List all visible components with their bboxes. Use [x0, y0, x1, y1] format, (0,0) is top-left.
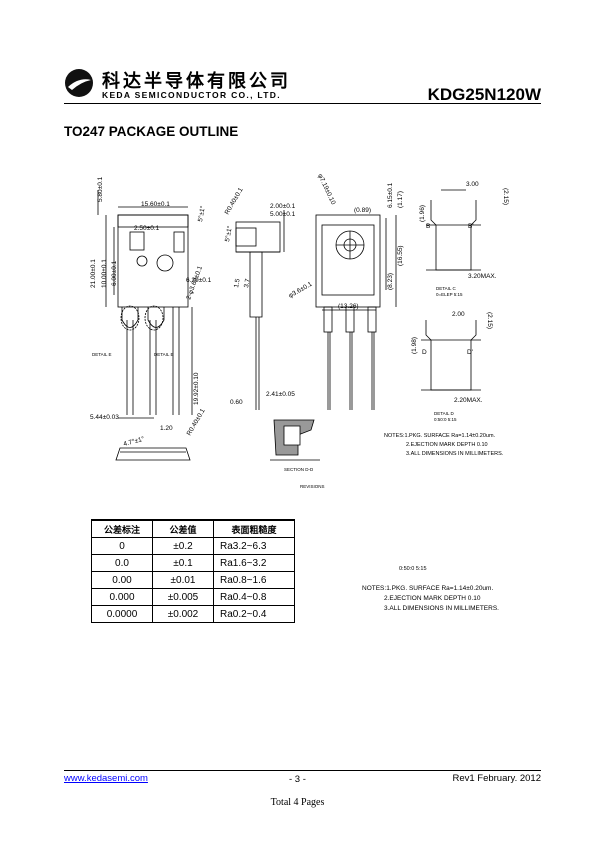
svg-text:3.20MAX.: 3.20MAX.: [468, 273, 497, 280]
svg-text:5°±1°: 5°±1°: [223, 225, 234, 243]
svg-text:4.7°±1°: 4.7°±1°: [122, 435, 145, 448]
svg-text:1.20: 1.20: [160, 425, 173, 432]
svg-text:(8.23): (8.23): [387, 273, 394, 290]
svg-text:B': B': [468, 223, 474, 230]
svg-text:5.80±0.1: 5.80±0.1: [97, 176, 104, 202]
note-line: 2.EJECTION MARK DEPTH 0.10: [384, 595, 481, 602]
svg-text:(13.26): (13.26): [338, 303, 359, 310]
svg-text:(1.98): (1.98): [411, 337, 418, 354]
svg-text:3.7: 3.7: [243, 278, 252, 288]
svg-text:(1.17): (1.17): [397, 191, 404, 208]
tolerance-table: 公差标注 公差值 表面粗糙度 0 ±0.2 Ra3.2~6.3 0.0 ±0.1…: [91, 519, 295, 623]
svg-text:10.00±0.1: 10.00±0.1: [101, 259, 108, 288]
svg-text:6.00±0.1: 6.00±0.1: [111, 260, 118, 286]
svg-text:3.00: 3.00: [466, 181, 479, 188]
table-row: 0.0 ±0.1 Ra1.6~3.2: [91, 554, 295, 572]
svg-text:DETAIL E: DETAIL E: [92, 352, 112, 357]
svg-text:(2.15): (2.15): [486, 312, 493, 329]
svg-text:D': D': [467, 349, 473, 356]
header-tolerance-mark: 公差标注: [91, 519, 153, 538]
note-line: 3.ALL DIMENSIONS IN MILLIMETERS.: [384, 605, 499, 612]
svg-text:SECTION D-D: SECTION D-D: [284, 467, 314, 472]
svg-text:0.60: 0.60: [230, 399, 243, 406]
svg-text:15.60±0.1: 15.60±0.1: [141, 201, 170, 208]
svg-text:3.ALL DIMENSIONS IN MILLIMETER: 3.ALL DIMENSIONS IN MILLIMETERS.: [406, 451, 504, 457]
svg-text:6.15±0.1: 6.15±0.1: [387, 182, 394, 208]
notes-scale-label: 0:50:0 5:15: [399, 566, 427, 572]
svg-text:R0.40±0.1: R0.40±0.1: [224, 186, 245, 216]
svg-text:0:50:0 5:15: 0:50:0 5:15: [434, 417, 457, 422]
svg-text:2.00: 2.00: [452, 311, 465, 318]
table-row: 0.0000 ±0.002 Ra0.2~0.4: [91, 605, 295, 623]
website-link[interactable]: www.kedasemi.com: [64, 773, 148, 784]
svg-text:2.EJECTION MARK DEPTH 0.10: 2.EJECTION MARK DEPTH 0.10: [406, 442, 488, 448]
section-title: TO247 PACKAGE OUTLINE: [64, 124, 239, 139]
svg-text:2.50±0.1: 2.50±0.1: [134, 225, 160, 232]
table-row: 0.00 ±0.01 Ra0.8~1.6: [91, 571, 295, 589]
svg-text:21.00±0.1: 21.00±0.1: [90, 259, 97, 288]
svg-text:R0.40±0.1: R0.40±0.1: [186, 407, 207, 437]
svg-text:6.20±0.1: 6.20±0.1: [186, 277, 212, 284]
svg-text:5.00±0.1: 5.00±0.1: [270, 211, 296, 218]
note-line: NOTES:1.PKG. SURFACE Ra=1.14±0.20um.: [362, 585, 494, 592]
header-rule: [64, 103, 541, 104]
company-name-cn: 科达半导体有限公司: [102, 71, 291, 92]
notes-block: NOTES:1.PKG. SURFACE Ra=1.14±0.20um. 2.E…: [362, 584, 499, 614]
svg-text:(1.96): (1.96): [419, 205, 426, 222]
part-number: KDG25N120W: [427, 85, 541, 104]
package-outline-drawing: 5.80±0.1 15.60±0.1 2.50±0.1 21.00±0.1 10…: [90, 173, 509, 489]
svg-text:DETAIL D: DETAIL D: [434, 411, 455, 416]
svg-text:φ7.19±0.10: φ7.19±0.10: [316, 173, 336, 206]
svg-text:1.5: 1.5: [233, 278, 242, 288]
svg-text:0=ELEP 5:15: 0=ELEP 5:15: [436, 292, 463, 297]
svg-text:2.41±0.05: 2.41±0.05: [266, 391, 295, 398]
svg-text:D: D: [422, 349, 427, 356]
svg-text:(2.15): (2.15): [502, 188, 509, 205]
header-surface-roughness: 表面粗糙度: [213, 519, 295, 538]
table-row: 0.000 ±0.005 Ra0.4~0.8: [91, 588, 295, 606]
dimension-labels: 5.80±0.1 15.60±0.1 2.50±0.1 21.00±0.1 10…: [90, 173, 509, 489]
svg-text:DETAIL C: DETAIL C: [436, 286, 457, 291]
svg-text:B: B: [426, 223, 430, 230]
svg-text:DETAIL E: DETAIL E: [154, 352, 174, 357]
svg-text:2.20MAX.: 2.20MAX.: [454, 397, 483, 404]
page-number: - 3 -: [289, 774, 306, 785]
svg-text:2.00±0.1: 2.00±0.1: [270, 203, 296, 210]
header-tolerance-value: 公差值: [152, 519, 214, 538]
svg-text:5°±1°: 5°±1°: [196, 205, 207, 223]
svg-text:REVISIONS: REVISIONS: [300, 484, 325, 489]
svg-text:(16.55): (16.55): [397, 245, 404, 266]
svg-text:5.44±0.03: 5.44±0.03: [90, 414, 119, 421]
table-row: 0 ±0.2 Ra3.2~6.3: [91, 537, 295, 555]
revision-date: Rev1 February. 2012: [452, 773, 541, 784]
svg-text:(0.89): (0.89): [354, 207, 371, 214]
svg-text:19.92±0.10: 19.92±0.10: [193, 372, 200, 405]
company-name-en: KEDA SEMICONDUCTOR CO., LTD.: [102, 90, 281, 100]
svg-text:φ3.6±0.1: φ3.6±0.1: [288, 281, 314, 300]
company-logo-icon: [65, 69, 93, 97]
svg-text:NOTES:1.PKG. SURFACE Ra=1.14±0: NOTES:1.PKG. SURFACE Ra=1.14±0.20um.: [384, 433, 496, 439]
footer-rule: [64, 770, 541, 771]
total-pages: Total 4 Pages: [270, 797, 325, 808]
